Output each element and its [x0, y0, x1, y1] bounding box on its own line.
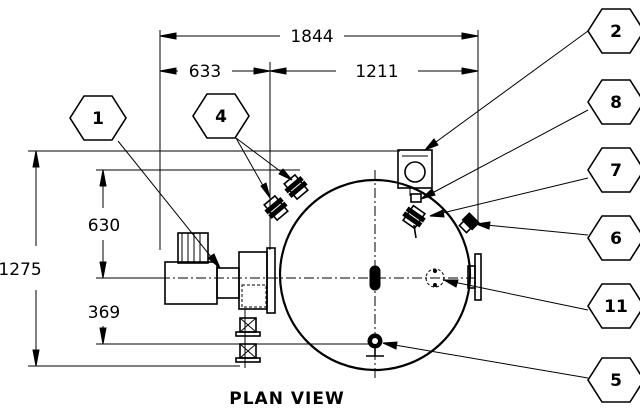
dim-right-width: 1211 [355, 62, 398, 82]
tag-4: 4 [192, 93, 250, 139]
tag-4-label: 4 [215, 107, 227, 127]
leader-lines [117, 30, 589, 379]
tag-1-label: 1 [92, 109, 104, 129]
valves-item-4 [263, 173, 309, 222]
dimension-lines [28, 30, 479, 367]
centerlines [160, 170, 478, 378]
tag-8-label: 8 [610, 93, 622, 113]
dim-upper-height: 630 [88, 216, 120, 236]
tag-7-label: 7 [610, 161, 622, 181]
tag-6: 6 [587, 215, 640, 261]
tag-5-label: 5 [610, 371, 622, 391]
tag-11-label: 11 [604, 297, 628, 317]
tag-2-label: 2 [610, 22, 622, 42]
motor-assembly [164, 232, 276, 314]
dim-left-width: 633 [189, 62, 221, 82]
tag-7: 7 [587, 147, 640, 193]
tag-1: 1 [69, 95, 127, 141]
tag-6-label: 6 [610, 229, 622, 249]
tag-8: 8 [587, 79, 640, 125]
tag-2: 2 [587, 8, 640, 54]
tag-11: 11 [587, 283, 640, 329]
tag-5: 5 [587, 357, 640, 403]
dim-overall-height: 1275 [0, 260, 42, 280]
dim-overall-width: 1844 [290, 27, 333, 47]
drain-valves [235, 309, 261, 368]
fitting-item-5 [366, 333, 384, 357]
view-title: PLAN VIEW [229, 389, 344, 409]
vessel [278, 178, 482, 372]
top-nozzle [397, 149, 433, 196]
nozzle-item-6 [458, 212, 480, 234]
valves-item-7-8 [401, 193, 427, 239]
dim-lower-height: 369 [88, 303, 120, 323]
